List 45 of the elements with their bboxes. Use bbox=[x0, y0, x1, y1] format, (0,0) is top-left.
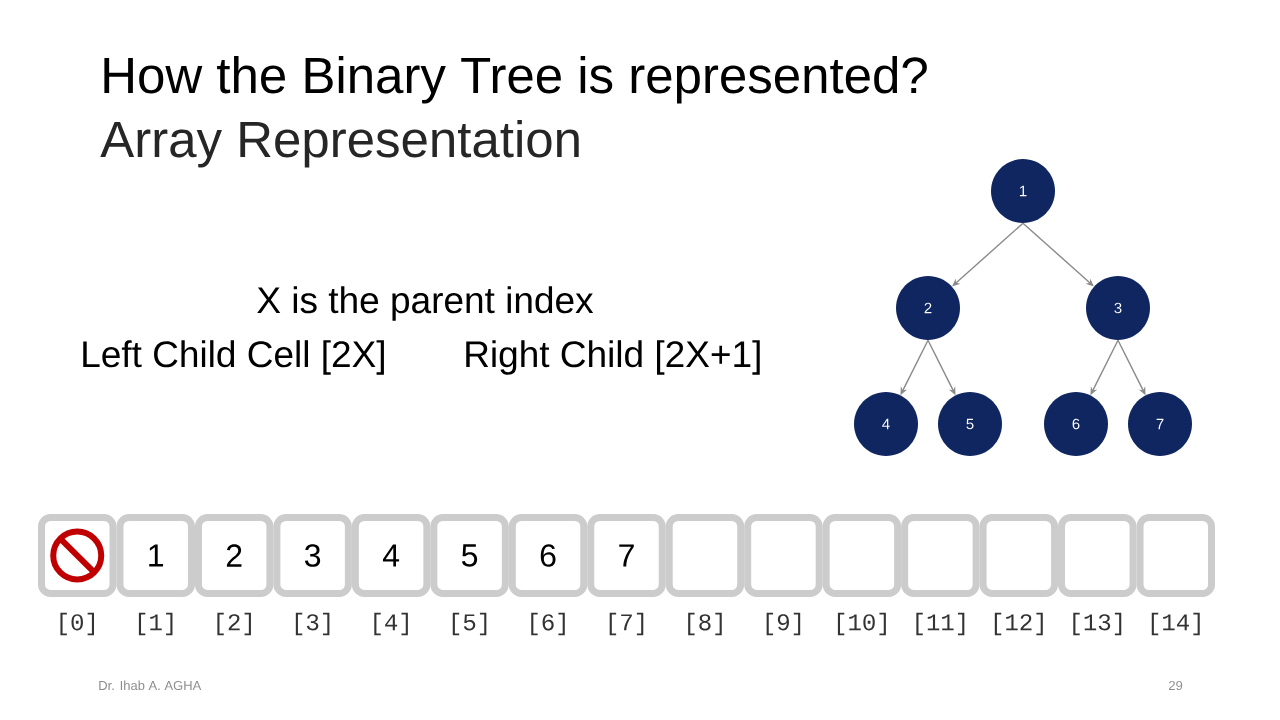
index-label: [14] bbox=[1151, 612, 1200, 636]
circle-node: 3 bbox=[1086, 276, 1150, 340]
array-cell bbox=[1058, 514, 1137, 597]
array-cell: 3 bbox=[273, 514, 352, 597]
index-label: [2] bbox=[217, 612, 251, 636]
arrow bbox=[952, 222, 1024, 287]
array-cell: 6 bbox=[508, 514, 588, 597]
index-label: [3] bbox=[295, 612, 330, 636]
array-cell: 4 bbox=[351, 514, 431, 597]
array-cell bbox=[1136, 514, 1215, 597]
circle-node: 5 bbox=[938, 392, 1002, 456]
array-cell bbox=[901, 514, 980, 597]
array-cell bbox=[665, 514, 745, 597]
circle-node: 6 bbox=[1044, 392, 1108, 456]
index-label: [11] bbox=[916, 612, 965, 636]
formula-text: Left Child Cell [2X] bbox=[83, 340, 384, 375]
index-label: [0] bbox=[60, 612, 94, 636]
index-label: [7] bbox=[609, 612, 644, 636]
index-label: [5] bbox=[452, 612, 487, 636]
array-cell bbox=[979, 514, 1059, 597]
array-cell: 2 bbox=[194, 514, 274, 597]
page-number: 29 bbox=[1169, 680, 1183, 691]
index-label: [10] bbox=[837, 612, 886, 636]
index-label: [4] bbox=[374, 612, 408, 636]
index-label: [12] bbox=[994, 612, 1043, 636]
array-cell: 1 bbox=[116, 514, 195, 597]
array-cell bbox=[822, 514, 902, 597]
index-label: [8] bbox=[688, 612, 722, 636]
note-text: X is the parent index bbox=[257, 286, 594, 321]
circle-node: 2 bbox=[896, 276, 960, 340]
subtitle: Array Representation bbox=[100, 120, 579, 168]
array-cell bbox=[744, 514, 823, 597]
circle-node: 1 bbox=[991, 159, 1055, 223]
index-label: [6] bbox=[531, 612, 565, 636]
circle-node: 4 bbox=[854, 392, 918, 456]
circle-node: 7 bbox=[1128, 392, 1192, 456]
arrow bbox=[1022, 222, 1094, 287]
slide-title: How the Binary Tree is represented? bbox=[104, 56, 927, 104]
footer-text: Dr. Ihab A. AGHA bbox=[99, 680, 202, 691]
array-cell: 7 bbox=[587, 514, 666, 597]
array-cell: 5 bbox=[430, 514, 509, 597]
index-label: [9] bbox=[766, 612, 801, 636]
index-label: [1] bbox=[138, 612, 173, 636]
index-label: [13] bbox=[1073, 612, 1122, 636]
formula-text: Right Child [2X+1] bbox=[466, 340, 760, 375]
